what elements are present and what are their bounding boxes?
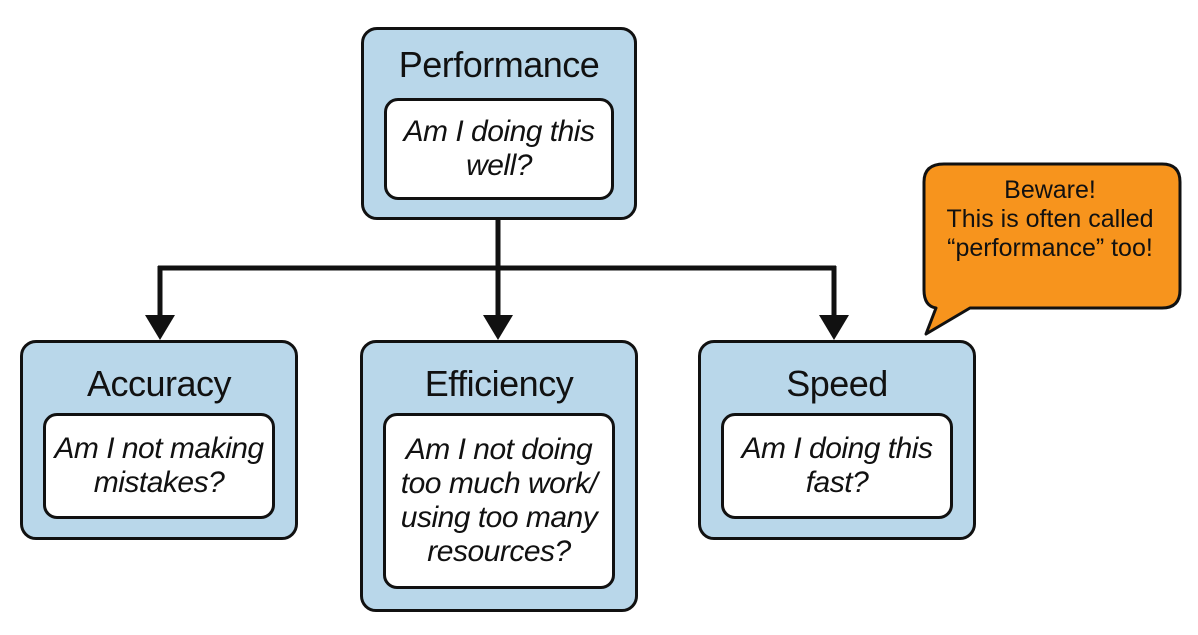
efficiency-card: Efficiency Am I not doing too much work/… (360, 340, 638, 612)
efficiency-question-box: Am I not doing too much work/ using too … (383, 413, 615, 589)
performance-title: Performance (398, 44, 600, 85)
speed-question: Am I doing this fast? (741, 432, 933, 499)
arrowhead-accuracy (145, 315, 175, 340)
arrowhead-speed (819, 315, 849, 340)
efficiency-question: Am I not doing too much work/ using too … (400, 433, 598, 568)
callout-bubble (922, 162, 1182, 336)
arrowhead-efficiency (483, 315, 513, 340)
speed-title: Speed (786, 363, 888, 404)
performance-question-box: Am I doing this well? (384, 98, 614, 200)
callout-text: Beware! This is often called “performanc… (946, 176, 1154, 262)
accuracy-question-box: Am I not making mistakes? (43, 413, 275, 519)
performance-card: Performance Am I doing this well? (361, 27, 637, 220)
performance-question: Am I doing this well? (403, 115, 595, 182)
efficiency-title: Efficiency (424, 363, 574, 404)
accuracy-card: Accuracy Am I not making mistakes? (20, 340, 298, 540)
accuracy-title: Accuracy (86, 363, 232, 404)
accuracy-question: Am I not making mistakes? (54, 432, 264, 499)
speed-card: Speed Am I doing this fast? (698, 340, 976, 540)
speed-question-box: Am I doing this fast? (721, 413, 953, 519)
